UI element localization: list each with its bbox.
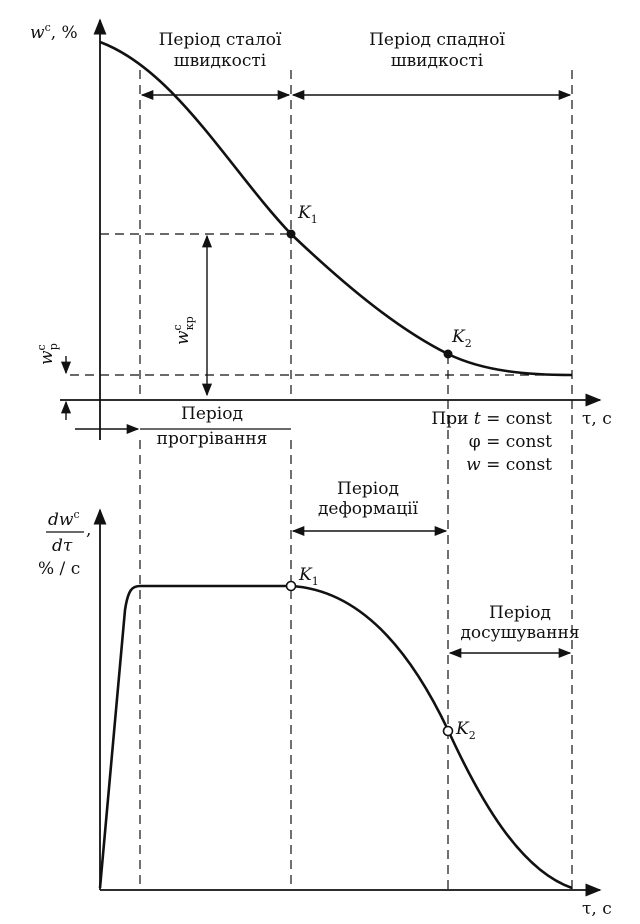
label-condition-velocity: w = const [466, 455, 552, 475]
drying-rate-curve [98, 584, 573, 890]
label-period-final-1: Період [489, 603, 551, 623]
label-period-falling-1: Період спадної [369, 30, 505, 50]
top-point-k2 [443, 349, 453, 359]
top-label-k1: K1 [297, 203, 318, 226]
top-y-axis-label: wc, % [30, 21, 78, 43]
label-period-heating-2: прогрівання [157, 429, 268, 449]
top-point-k1 [286, 229, 296, 239]
top-x-axis-label: τ, с [582, 409, 612, 429]
bottom-graph: dwc , dτ % / с τ, с K1 K2 Період деформа… [38, 400, 612, 919]
top-graph: wc, % τ, с Період сталої швидкості Періо… [30, 18, 612, 475]
label-period-deformation-2: деформації [318, 499, 419, 519]
label-period-constant-2: швидкості [174, 51, 267, 71]
label-w-critical: wcкр [171, 316, 196, 345]
bottom-point-k1 [285, 580, 297, 592]
drying-curve [99, 40, 573, 377]
label-period-deformation-1: Період [337, 479, 399, 499]
bottom-y-label-comma: , [86, 520, 91, 540]
label-condition-temperature: При t = const [431, 409, 552, 429]
label-w-equilibrium: wcр [35, 343, 60, 365]
bottom-y-label-num: dwc [48, 508, 80, 530]
bottom-x-axis-label: τ, с [582, 899, 612, 919]
label-period-heating-1: Період [181, 404, 243, 424]
label-period-constant-1: Період сталої [159, 30, 282, 50]
bottom-label-k1: K1 [298, 565, 319, 588]
bottom-label-k2: K2 [455, 719, 476, 742]
label-condition-humidity: φ = const [469, 432, 552, 452]
top-label-k2: K2 [451, 327, 472, 350]
bottom-y-label-unit: % / с [38, 559, 80, 579]
label-period-falling-2: швидкості [391, 51, 484, 71]
label-period-final-2: досушування [460, 623, 579, 643]
bottom-y-label-den: dτ [52, 536, 73, 556]
bottom-point-k2 [442, 725, 454, 737]
